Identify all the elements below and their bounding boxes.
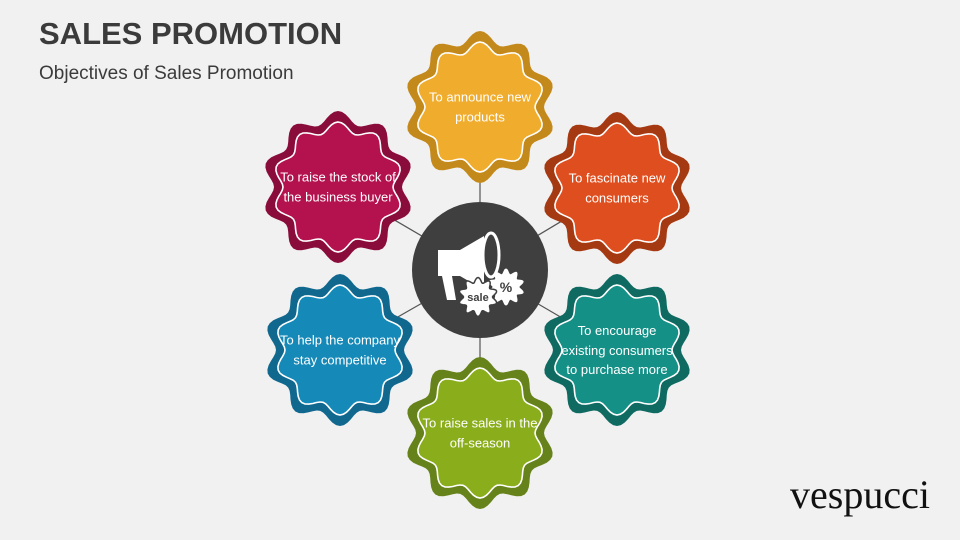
objective-badge <box>265 111 411 263</box>
objective-label: To raise the stock of the business buyer <box>280 169 396 205</box>
page-subtitle: Objectives of Sales Promotion <box>39 63 294 84</box>
percent-text: % <box>500 279 513 295</box>
objective-badge <box>407 357 553 509</box>
objective-badge <box>407 31 553 183</box>
sale-text: sale <box>467 292 488 304</box>
objective-badge <box>544 112 690 264</box>
objective-label: To raise sales in the off-season <box>422 415 538 451</box>
objective-label: To fascinate new consumers <box>568 170 666 206</box>
vespucci-logo: vespucci <box>790 472 930 517</box>
objective-label: To help the company stay competitive <box>280 332 400 368</box>
objective-badge <box>544 274 690 426</box>
objective-label: To announce new products <box>429 89 531 125</box>
page-title: SALES PROMOTION <box>39 16 343 51</box>
objective-badge <box>267 274 413 426</box>
megaphone-sale-icon: sale% <box>412 202 548 338</box>
objective-label: To encourage existing consumers to purch… <box>561 322 673 377</box>
